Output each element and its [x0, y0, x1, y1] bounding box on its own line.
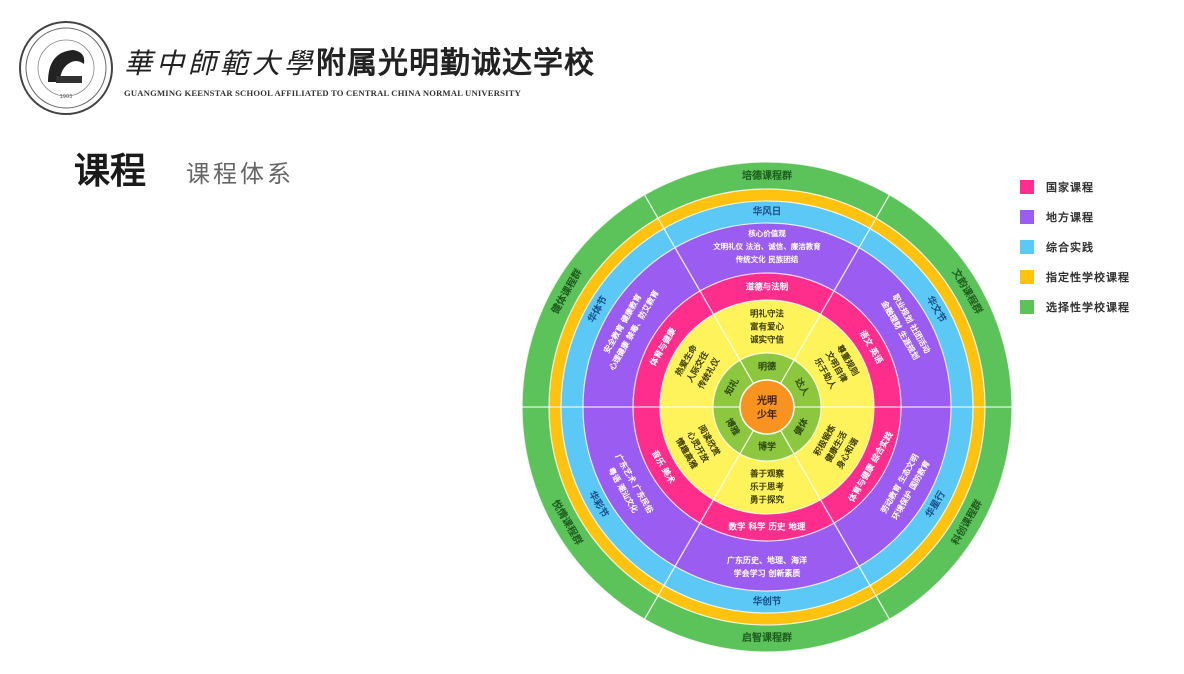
goal-text: 明礼守法 — [750, 309, 785, 320]
legend: 国家课程地方课程综合实践指定性学校课程选择性学校课程 — [1020, 172, 1130, 322]
legend-swatch-icon — [1020, 210, 1034, 224]
page-title: 课程 — [74, 151, 147, 192]
national-course-label: 道德与法制 — [746, 282, 789, 293]
practice-festival-label: 华创节 — [753, 596, 782, 608]
legend-item: 指定性学校课程 — [1020, 262, 1130, 292]
goal-text: 富有爱心 — [750, 322, 785, 333]
local-course-label: 学会学习 创新素质 — [734, 568, 801, 578]
practice-festival-label: 华风日 — [753, 206, 782, 218]
local-course-label: 核心价值观 — [748, 228, 786, 238]
center-label: 光明 — [756, 394, 777, 407]
legend-swatch-icon — [1020, 180, 1034, 194]
school-name-main: 附属光明勤诚达学校 — [316, 46, 596, 81]
school-header: 1903 華中師範大學附属光明勤诚达学校 GUANGMING KEENSTAR … — [18, 20, 618, 116]
center-label: 少年 — [756, 408, 777, 421]
legend-item: 国家课程 — [1020, 172, 1130, 202]
national-course-label: 数学 科学 历史 地理 — [729, 522, 806, 533]
svg-text:1903: 1903 — [60, 94, 73, 100]
university-name-calligraphy: 華中師範大學 — [124, 47, 317, 80]
center-circle — [739, 379, 795, 435]
legend-label: 选择性学校课程 — [1046, 301, 1130, 314]
legend-label: 国家课程 — [1046, 181, 1094, 194]
local-course-label: 文明礼仪 法治、诚信、廉洁教育 — [713, 241, 821, 251]
legend-label: 指定性学校课程 — [1046, 271, 1130, 284]
virtue-label: 博学 — [758, 441, 776, 453]
legend-item: 选择性学校课程 — [1020, 292, 1130, 322]
local-course-label: 传统文化 民族团结 — [735, 254, 799, 264]
goal-text: 勇于探究 — [750, 495, 785, 506]
school-name-en: GUANGMING KEENSTAR SCHOOL AFFILIATED TO … — [124, 88, 522, 98]
school-name-cn: 華中師範大學附属光明勤诚达学校 — [124, 38, 595, 82]
local-course-label: 广东历史、地理、海洋 — [727, 555, 807, 565]
legend-swatch-icon — [1020, 240, 1034, 254]
elective-group-label: 启智课程群 — [742, 631, 792, 644]
page-subtitle: 课程体系 — [186, 160, 294, 188]
curriculum-wheel-diagram: 培德课程群文韵课程群科创课程群启智课程群悦情课程群健体课程群华风日华文节华星行华… — [521, 161, 1013, 653]
goal-text: 善于观察 — [750, 469, 785, 480]
legend-swatch-icon — [1020, 300, 1034, 314]
virtue-label: 明德 — [758, 361, 776, 373]
legend-label: 综合实践 — [1046, 241, 1094, 254]
school-seal-icon: 1903 — [19, 21, 113, 115]
legend-label: 地方课程 — [1046, 211, 1094, 224]
legend-swatch-icon — [1020, 270, 1034, 284]
goal-text: 诚实守信 — [750, 335, 785, 346]
legend-item: 地方课程 — [1020, 202, 1130, 232]
goal-text: 乐于思考 — [750, 482, 785, 493]
elective-group-label: 培德课程群 — [742, 169, 792, 182]
legend-item: 综合实践 — [1020, 232, 1130, 262]
